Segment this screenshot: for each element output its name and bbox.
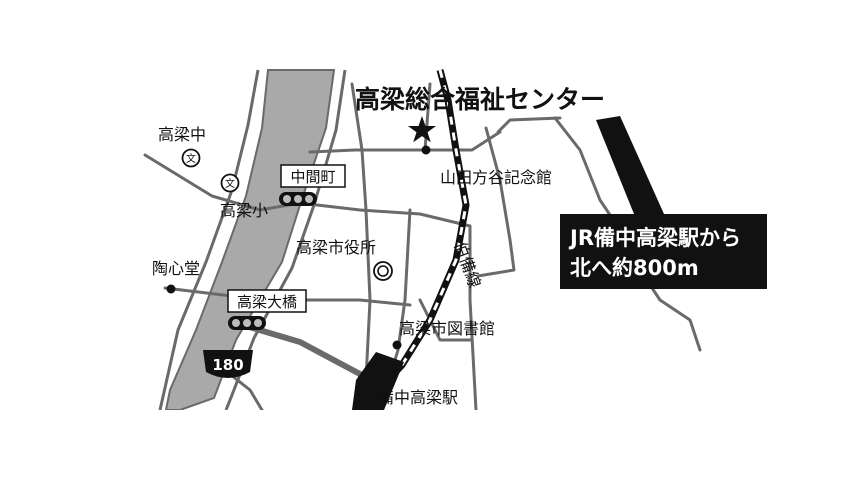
- river-bank-west: [158, 69, 260, 410]
- callout-box: [560, 214, 767, 289]
- label-yamada-hokoku-memorial: 山田方谷記念館: [440, 168, 552, 187]
- route-shield-number: 180: [212, 356, 243, 374]
- city-library-marker: [392, 340, 402, 350]
- national-route-shield-icon: 180: [203, 350, 253, 378]
- river-bank-east: [224, 69, 347, 410]
- traffic-signal-icon: [228, 316, 266, 330]
- callout-pointer: [596, 116, 664, 214]
- callout-line-1: JR備中高梁駅から: [568, 226, 741, 250]
- label-city-hall: 高梁市役所: [296, 238, 376, 257]
- svg-text:文: 文: [225, 177, 235, 190]
- signal-takahashi-ohashi: 高梁大橋: [227, 289, 307, 330]
- city-hall-icon: [373, 261, 393, 281]
- takahashi-river: [164, 69, 336, 410]
- yamada-hokoku-memorial-marker: [421, 145, 431, 155]
- label-bitchu-takahashi-station: 備中高梁駅: [378, 388, 458, 407]
- toshindo-marker: [166, 284, 176, 294]
- signal-nakamachi: 中間町: [279, 164, 346, 206]
- label-takahashi-elementary: 高梁小: [220, 201, 268, 220]
- railway-line-dash: [358, 69, 468, 410]
- school-symbol-junior-high: 文: [181, 148, 201, 168]
- svg-text:文: 文: [186, 152, 196, 165]
- label-toshindo: 陶心堂: [152, 259, 200, 278]
- label-city-library: 高梁市図書館: [399, 319, 495, 338]
- station-building: [352, 352, 404, 410]
- signal-takahashi-ohashi-label: 高梁大橋: [237, 293, 297, 311]
- traffic-signal-icon: [279, 192, 317, 206]
- label-takahashi-junior-high: 高梁中: [158, 125, 206, 144]
- signal-nakamachi-label: 中間町: [290, 168, 335, 186]
- map-title: 高梁総合福祉センター: [355, 85, 605, 114]
- school-symbol-elementary: 文: [220, 173, 240, 193]
- star-icon: [408, 116, 436, 143]
- callout-line-2: 北へ約800m: [570, 256, 699, 280]
